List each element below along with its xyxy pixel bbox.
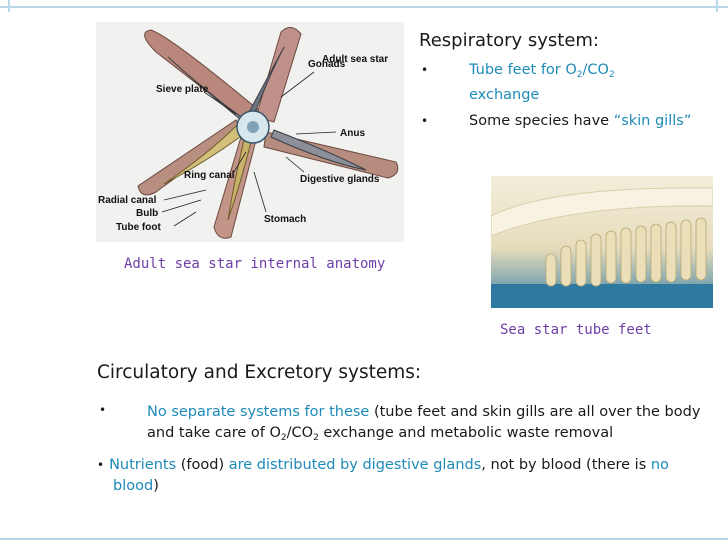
circ-b1-sub2: 2 (313, 433, 319, 443)
bullet-dot: • (421, 114, 429, 128)
resp-b1-text: Tube feet for O (469, 62, 577, 78)
circulatory-bullet-1: • No separate systems for these (tube fe… (97, 402, 717, 449)
circ-b1-text2: /CO (286, 425, 314, 441)
label-stomach: Stomach (264, 214, 306, 225)
circ-b2-h2: are distributed by digestive glands (228, 457, 482, 473)
bullet-dot: • (97, 458, 105, 472)
tube-feet-caption: Sea star tube feet (500, 322, 652, 338)
label-adult-sea-star: Adult sea star (322, 54, 388, 65)
circulatory-bullet-2: • Nutrients (food) are distributed by dig… (97, 455, 717, 497)
circ-b2-t3: ) (153, 478, 159, 494)
circ-b1-text1: (tube feet and skin gills are all over t… (147, 404, 701, 441)
resp-b1-sub: 2 (576, 70, 583, 80)
resp-b1-sub2: 2 (608, 70, 615, 80)
circ-b2-t2: , not by blood (there is (481, 457, 651, 473)
circ-b2-h1: Nutrients (109, 457, 177, 473)
circulatory-list: • No separate systems for these (tube fe… (97, 402, 717, 497)
resp-b2-highlight: “skin gills” (613, 113, 692, 129)
label-gonads: Gonads (308, 59, 346, 70)
respiratory-title: Respiratory system: (419, 30, 599, 51)
label-leader-lines (161, 71, 337, 227)
label-anus: Anus (340, 128, 365, 139)
sea-star-anatomy-figure: Adult sea star Gonads Sieve plate Anus R… (96, 22, 404, 242)
bullet-dot: • (421, 63, 429, 77)
circ-b1-highlight: No separate systems for these (147, 404, 370, 420)
circ-b1-sub1: 2 (280, 433, 287, 443)
label-sieve-plate: Sieve plate (156, 84, 209, 95)
label-radial-canal: Radial canal (98, 195, 157, 206)
tube-feet-photo (491, 176, 713, 308)
sea-star-anatomy-caption: Adult sea star internal anatomy (124, 256, 386, 272)
label-digestive-glands: Digestive glands (300, 174, 380, 185)
top-rule (0, 6, 728, 8)
label-ring-canal: Ring canal (184, 170, 235, 181)
circ-b2-t1: (food) (176, 457, 229, 473)
bullet-dot: • (99, 403, 107, 417)
resp-b1-text3: exchange (469, 87, 540, 103)
circ-b2-h3: no blood (113, 457, 669, 494)
sea-star-body (137, 27, 399, 239)
label-tube-foot: Tube foot (116, 222, 161, 233)
sea-star-illustration: Adult sea star Gonads Sieve plate Anus R… (98, 27, 399, 239)
circ-b1-text3: exchange and metabolic waste removal (318, 425, 614, 441)
resp-b1-text2: /CO (582, 62, 609, 78)
tube-feet-illustration (491, 176, 713, 308)
bottom-rule (0, 538, 728, 540)
resp-b2-text: Some species have (469, 113, 614, 129)
respiratory-bullet-2: • Some species have “skin gills” (419, 111, 719, 131)
circulatory-title: Circulatory and Excretory systems: (97, 362, 422, 383)
label-bulb: Bulb (136, 208, 158, 219)
